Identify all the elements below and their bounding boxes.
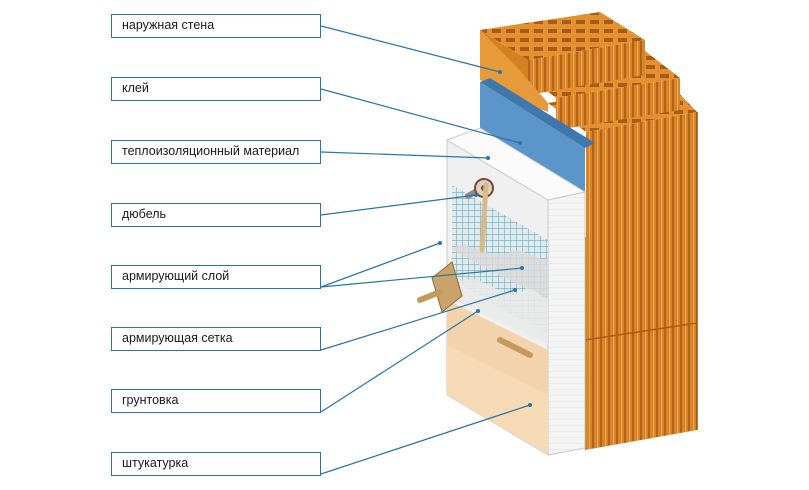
leader-lines <box>320 25 531 475</box>
label-dowel: дюбель <box>111 203 321 227</box>
leader-primer <box>320 310 479 413</box>
leader-reinforcing-layer-1 <box>320 242 441 288</box>
label-plaster: штукатурка <box>111 452 321 476</box>
leader-dowel <box>320 194 477 216</box>
leader-insulation <box>320 151 489 159</box>
reinforcing-mesh-area <box>452 185 548 345</box>
brick-top-1 <box>480 12 645 60</box>
label-glue: клей <box>111 77 321 101</box>
outer-wall-bricks <box>480 12 698 450</box>
leader-glue <box>320 88 521 144</box>
label-reinforcing-mesh: армирующая сетка <box>111 327 321 351</box>
label-reinforcing-layer: армирующий слой <box>111 265 321 289</box>
leader-reinforcing-layer-2 <box>320 267 523 288</box>
leader-reinforcing-mesh <box>320 289 516 351</box>
leader-outer-wall <box>320 25 501 73</box>
leader-plaster <box>320 404 531 475</box>
label-outer-wall: наружная стена <box>111 14 321 38</box>
label-primer: грунтовка <box>111 389 321 413</box>
label-insulation: теплоизоляционный материал <box>111 140 321 164</box>
